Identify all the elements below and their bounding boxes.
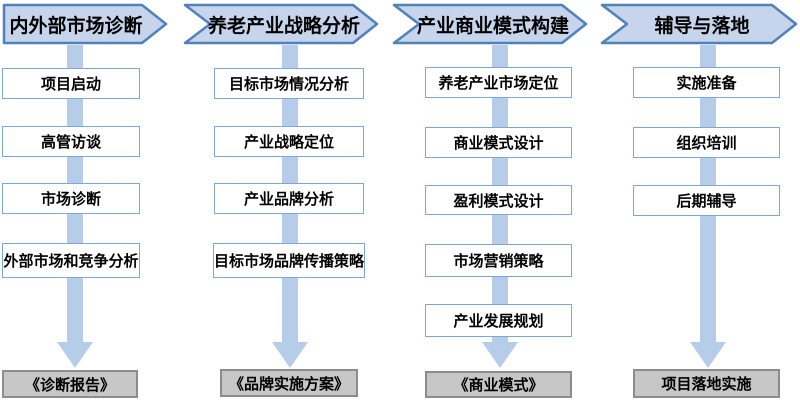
step-box: 市场诊断 [2,183,140,214]
flow-arrow-head [272,342,308,368]
step-box: 目标市场情况分析 [214,68,364,99]
deliverable-box: 《诊断报告》 [2,370,138,398]
phase-header-label: 养老产业战略分析 [207,15,360,37]
deliverable-box: 《商业模式》 [425,371,572,398]
step-box: 产业战略定位 [214,126,364,157]
phase-column-3: 产业商业模式构建 养老产业市场定位 商业模式设计 盈利模式设计 市场营销策略 产… [392,0,600,404]
arrow-banner-shape [2,3,168,45]
phase-header-label: 辅导与落地 [654,15,750,37]
phase-column-4: 辅导与落地 实施准备 组织培训 后期辅导 项目落地实施 [600,0,800,404]
step-box: 实施准备 [633,67,780,98]
flow-arrow-head [57,342,93,368]
step-box: 组织培训 [633,127,780,158]
phase-column-1: 内外部市场诊断 项目启动 高管访谈 市场诊断 外部市场和竞争分析 《诊断报告》 [0,0,182,404]
flow-arrow-head [482,342,518,368]
arrow-banner-shape [392,3,588,45]
phase-header-4: 辅导与落地 [600,3,798,45]
step-box: 项目启动 [2,68,140,99]
step-box: 产业品牌分析 [214,183,364,214]
step-box: 养老产业市场定位 [425,67,572,98]
step-box: 商业模式设计 [425,127,572,158]
step-box: 后期辅导 [633,185,780,216]
step-box: 市场营销策略 [425,244,572,277]
step-box: 高管访谈 [2,126,140,157]
arrow-banner-shape [183,3,379,45]
phase-header-2: 养老产业战略分析 [183,3,379,45]
phase-header-label: 产业商业模式构建 [416,15,569,37]
phase-header-1: 内外部市场诊断 [2,3,168,45]
phase-column-2: 养老产业战略分析 目标市场情况分析 产业战略定位 产业品牌分析 目标市场品牌传播… [182,0,392,404]
step-box: 盈利模式设计 [425,185,572,215]
step-box: 目标市场品牌传播策略 [213,243,365,278]
deliverable-box: 项目落地实施 [633,369,780,398]
deliverable-box: 《品牌实施方案》 [220,369,358,397]
flow-arrow-head [690,342,726,368]
phase-header-label: 内外部市场诊断 [9,15,143,37]
arrow-banner-shape [600,3,798,45]
phase-header-3: 产业商业模式构建 [392,3,588,45]
step-box: 外部市场和竞争分析 [2,243,140,278]
step-box: 产业发展规划 [425,304,572,337]
